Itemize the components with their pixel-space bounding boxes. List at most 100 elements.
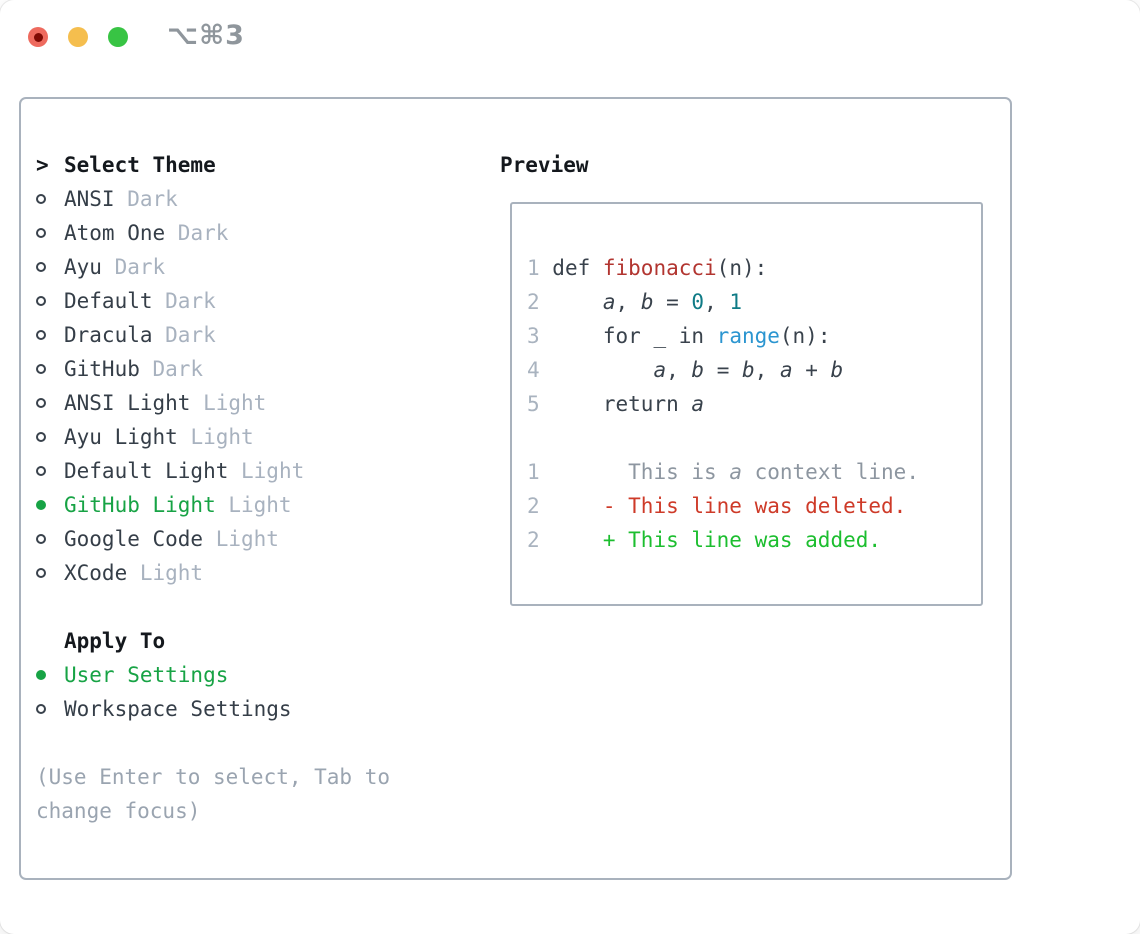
token-number: 0: [691, 290, 705, 314]
item-variant-label: Light: [190, 425, 254, 449]
preview-column: Preview 1 def fibonacci(n):2 a, b = 0, 1…: [500, 148, 983, 606]
token-plain: ,: [615, 290, 641, 314]
close-button[interactable]: [28, 27, 48, 47]
theme-option-ayu[interactable]: Ayu Dark: [36, 250, 390, 284]
token-var: b: [691, 358, 705, 382]
radio-icon: [36, 262, 46, 272]
item-label: User Settings: [64, 663, 229, 687]
item-variant-label: Dark: [177, 221, 229, 245]
prompt-cursor-icon: >: [36, 153, 49, 177]
token-var: a: [779, 358, 793, 382]
radio-icon: [36, 330, 46, 340]
apply-to-label: Apply To: [64, 629, 166, 653]
token-plain: [540, 290, 603, 314]
item-variant-label: Dark: [152, 357, 204, 381]
item-variant-label: Light: [228, 493, 292, 517]
item-label: ANSI Light: [64, 391, 191, 415]
traffic-lights: [28, 27, 128, 47]
code-line: 2 + This line was added.: [527, 523, 981, 557]
token-var: b: [640, 290, 654, 314]
item-label: GitHub Light: [64, 493, 216, 517]
radio-icon: [36, 534, 46, 544]
item-variant-label: Dark: [114, 255, 166, 279]
code-line: [527, 421, 981, 455]
spacer: [36, 590, 390, 624]
token-plain: =: [653, 290, 692, 314]
code-line: 1 This is a context line.: [527, 455, 981, 489]
zoom-button[interactable]: [108, 27, 128, 47]
token-plain: def: [552, 256, 603, 280]
item-label: Google Code: [64, 527, 204, 551]
item-variant-label: Dark: [165, 323, 216, 347]
item-label: ANSI: [64, 187, 115, 211]
radio-icon: [36, 364, 46, 374]
window-titlebar: ⌥⌘3: [0, 0, 1140, 76]
token-plain: [540, 494, 603, 518]
item-variant-label: Light: [139, 561, 204, 585]
token-lineno: 5: [527, 392, 540, 416]
token-lineno: 2: [527, 494, 540, 518]
hint-line-2: change focus): [36, 799, 201, 823]
token-lineno: 1: [527, 256, 553, 280]
token-plain: ,: [666, 358, 692, 382]
token-context: context line.: [741, 460, 919, 484]
token-context: This is: [539, 460, 730, 484]
code-line: 4 a, b = b, a + b: [527, 353, 981, 387]
token-func: fibonacci: [602, 256, 717, 280]
token-lineno: 1: [527, 460, 540, 484]
apply-option-user-settings[interactable]: User Settings: [36, 658, 390, 692]
code-line: 2 a, b = 0, 1: [527, 285, 981, 319]
code-line: 1 def fibonacci(n):: [527, 251, 981, 285]
radio-icon: [36, 228, 46, 238]
code-line: 2 - This line was deleted.: [527, 489, 981, 523]
theme-option-default[interactable]: Default Dark: [36, 284, 390, 318]
window-title: ⌥⌘3: [167, 20, 245, 51]
minimize-button[interactable]: [68, 27, 88, 47]
token-added: + This line was added.: [602, 528, 882, 552]
spacer: [36, 726, 390, 760]
token-plain: (n):: [779, 324, 831, 348]
radio-selected-icon: [36, 500, 46, 510]
select-theme-label: Select Theme: [64, 153, 216, 177]
token-plain: [540, 528, 603, 552]
token-plain: for _ in: [539, 324, 717, 348]
radio-icon: [36, 194, 46, 204]
item-variant-label: Dark: [165, 289, 216, 313]
theme-option-ayu-light[interactable]: Ayu Light Light: [36, 420, 390, 454]
radio-icon: [36, 296, 46, 306]
token-plain: (n):: [716, 256, 768, 280]
token-var: a: [691, 392, 705, 416]
theme-option-github-light[interactable]: GitHub Light Light: [36, 488, 390, 522]
item-label: Ayu: [64, 255, 102, 279]
token-lineno: 2: [527, 528, 540, 552]
token-plain: return: [539, 392, 692, 416]
select-theme-header: > Select Theme: [36, 148, 390, 182]
item-label: Default: [64, 289, 153, 313]
item-label: Workspace Settings: [64, 697, 292, 721]
preview-title: Preview: [500, 153, 589, 177]
item-label: Ayu Light: [64, 425, 178, 449]
token-plain: +: [792, 358, 831, 382]
token-var: a: [653, 358, 667, 382]
hint-text: (Use Enter to select, Tab to change focu…: [36, 760, 390, 828]
radio-icon: [36, 432, 46, 442]
token-context-var: a: [729, 460, 742, 484]
token-builtin: range: [716, 324, 780, 348]
radio-icon: [36, 704, 46, 714]
code-line: 3 for _ in range(n):: [527, 319, 981, 353]
item-variant-label: Light: [241, 459, 305, 483]
apply-option-workspace-settings[interactable]: Workspace Settings: [36, 692, 390, 726]
